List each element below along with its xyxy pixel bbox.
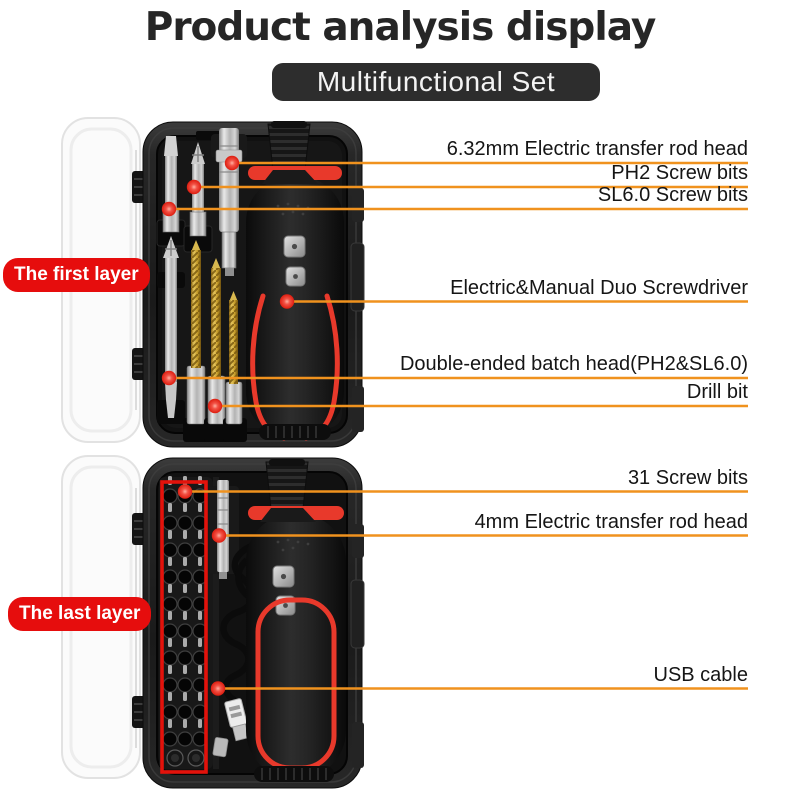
page-title: Product analysis display [144, 5, 657, 50]
first-layer-badge: The first layer [3, 258, 150, 292]
callout-dot-icon [161, 370, 177, 386]
bits-highlight-box [160, 480, 208, 774]
annotation-usb-cable: USB cable [653, 664, 749, 686]
last-layer-badge: The last layer [8, 597, 152, 631]
callout-dot-icon [210, 681, 226, 696]
screwdriver [246, 121, 344, 441]
callout-dot-icon [177, 484, 193, 499]
annotation-drill-bit: Drill bit [686, 381, 748, 403]
screwdriver [246, 459, 346, 782]
drill-bits [183, 240, 247, 442]
annotation-duo-screwdriver: Electric&Manual Duo Screwdriver [450, 277, 748, 299]
rod-head-adapter [211, 128, 247, 276]
subtitle-banner: Multifunctional Set [272, 63, 600, 101]
usb-cable [212, 541, 258, 758]
callouts [161, 155, 748, 696]
callout-dot-icon [224, 155, 240, 171]
4mm-rod [209, 480, 239, 579]
callout-dot-icon [279, 294, 295, 309]
callout-dot-icon [211, 528, 227, 543]
callout-dot-icon [186, 179, 202, 195]
annotation-ph2-bits: PH2 Screw bits [611, 162, 748, 184]
ph2-bit [183, 142, 213, 253]
last-layer-photo [61, 455, 365, 789]
callout-dot-icon [161, 201, 177, 217]
annotation-sl6-bits: SL6.0 Screw bits [597, 184, 748, 206]
annotation-rod-head-4mm: 4mm Electric transfer rod head [474, 511, 748, 533]
annotation-rod-head-632: 6.32mm Electric transfer rod head [446, 138, 748, 160]
screw-bits-grid [162, 476, 208, 747]
annotation-31-screw-bits: 31 Screw bits [627, 467, 748, 489]
double-ended-bit [157, 236, 185, 424]
callout-dot-icon [207, 398, 223, 414]
annotation-double-ended-head: Double-ended batch head(PH2&SL6.0) [399, 353, 748, 375]
